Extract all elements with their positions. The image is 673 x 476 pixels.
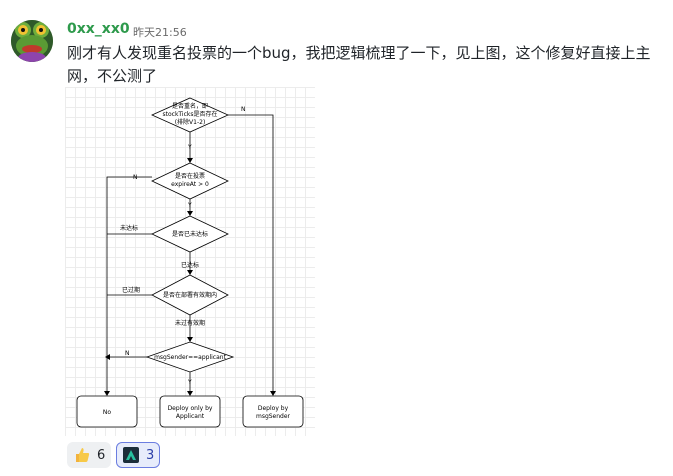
edge-label-n2: N — [133, 174, 138, 181]
edge-label-met: 已达标 — [181, 261, 199, 269]
nft-logo-icon — [123, 447, 139, 463]
thumbs-up-icon — [74, 447, 90, 463]
flowchart-image[interactable]: 是否重名，即 stockTicks是否存在 (排除V1-2) N Y 是否在投票… — [65, 87, 315, 436]
result-applicant-line-2: Applicant — [176, 413, 205, 420]
arrow-head — [187, 337, 193, 342]
edge-label-unmet: 未达标 — [120, 224, 138, 232]
decision-4-text: 是否在部署有效期内 — [163, 291, 217, 299]
username[interactable]: 0xx_xx0 — [67, 21, 130, 37]
reaction-nft-logo[interactable]: 3 — [116, 442, 160, 468]
reaction-count: 6 — [97, 447, 106, 463]
arrow-head — [187, 158, 193, 163]
arrow-head — [104, 391, 110, 396]
result-applicant-line-1: Deploy only by — [168, 405, 213, 412]
decision-5-text: msgSender==applicant — [154, 354, 227, 361]
edge-label-n3: N — [125, 350, 130, 357]
result-box-sender — [242, 395, 304, 428]
result-box-no — [76, 395, 138, 428]
frog-avatar-icon — [11, 20, 53, 62]
edge-label-y1: Y — [187, 144, 192, 151]
edge-label-y3: Y — [187, 379, 192, 386]
arrow-head — [270, 391, 276, 396]
decision-1-line-1: 是否重名，即 — [172, 102, 208, 110]
reaction-count: 3 — [146, 447, 155, 463]
edge-label-not-expired: 未过有效期 — [175, 319, 205, 327]
result-box-applicant — [159, 395, 221, 428]
arrow-head — [187, 270, 193, 275]
decision-2-line-2: expireAt > 0 — [171, 181, 209, 188]
arrow-head — [105, 354, 110, 360]
avatar[interactable] — [11, 20, 53, 62]
message-text: 刚才有人发现重名投票的一个bug，我把逻辑梳理了一下，见上图，这个修复好直接上主… — [67, 44, 651, 85]
edge-label-y2: Y — [187, 202, 192, 209]
decision-1-line-2: stockTicks是否存在 — [163, 110, 218, 118]
timestamp: 昨天21:56 — [133, 26, 187, 39]
arrow-head — [187, 391, 193, 396]
result-sender-line-2: msgSender — [256, 413, 291, 420]
edge-label-n1: N — [241, 106, 246, 113]
reaction-thumbs-up[interactable]: 6 — [67, 442, 111, 468]
decision-1-line-3: (排除V1-2) — [175, 118, 206, 126]
edge-d1-n — [228, 114, 274, 394]
edge-d2-n — [106, 176, 152, 394]
result-no-text: No — [103, 409, 111, 416]
edge-label-expired: 已过期 — [122, 286, 140, 294]
result-sender-line-1: Deploy by — [258, 405, 289, 412]
decision-3-text: 是否已未达标 — [172, 230, 208, 238]
decision-2-line-1: 是否在投票 — [175, 172, 205, 180]
arrow-head — [187, 211, 193, 216]
